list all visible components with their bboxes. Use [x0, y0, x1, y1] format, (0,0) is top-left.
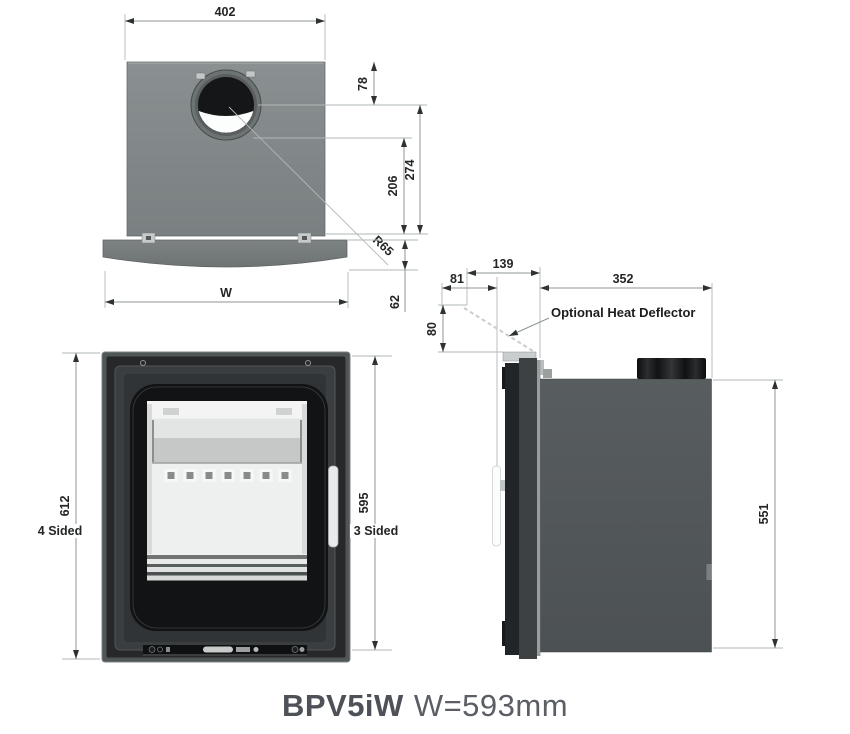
lintel-vent-right	[276, 408, 292, 415]
frame-screw-right	[305, 360, 311, 366]
label-bg-4sided	[35, 524, 85, 538]
dim-r65-label: R65	[370, 233, 396, 259]
flue-tab-left	[195, 72, 206, 80]
door-handle-catch	[500, 480, 505, 491]
door-side-panel	[519, 358, 537, 659]
front-view	[101, 351, 351, 663]
fascia-strip	[102, 239, 348, 268]
side-view-body	[540, 378, 712, 653]
door-body-gap	[537, 360, 541, 656]
model-name: BPV5iW	[281, 688, 404, 723]
top-view	[102, 61, 348, 268]
dim-80-label: 80	[425, 322, 439, 336]
air-control-slider	[203, 646, 233, 653]
three-sided-label: 3 Sided	[354, 524, 398, 538]
firebox-interior	[147, 401, 307, 581]
side-body-tab	[706, 564, 712, 580]
baffle-lower	[152, 438, 302, 463]
bottom-control-strip	[143, 645, 307, 656]
drawing-title: BPV5iW W=593mm	[0, 688, 850, 724]
lintel-vent-left	[163, 408, 179, 415]
flue-tab-right	[245, 70, 256, 78]
secondary-air-holes	[164, 469, 292, 482]
dim-78-label: 78	[356, 77, 370, 91]
door-handle-front	[328, 465, 339, 548]
label-bg-3sided	[350, 524, 402, 538]
deflector-leader-arrow	[508, 317, 550, 337]
dim-551-label: 551	[757, 504, 771, 525]
dim-274-label: 274	[403, 160, 417, 181]
log-retainer-bars	[147, 555, 307, 581]
brick-edge-left	[147, 404, 152, 554]
glass-edge	[132, 386, 326, 629]
baffle-upper	[152, 419, 302, 438]
firebox-lintel	[147, 401, 307, 418]
flue-collar	[637, 358, 706, 379]
dim-206-label: 206	[386, 176, 400, 197]
dim-595-label: 595	[357, 493, 371, 514]
dim-62-label: 62	[388, 295, 402, 309]
fascia-clip-left-dot	[146, 236, 151, 240]
dim-w-label: W	[220, 286, 232, 300]
side-view	[492, 351, 712, 659]
deflector-label: Optional Heat Deflector	[551, 305, 695, 320]
top-view-dimensions: 402 78 274 206 R65 62 W	[104, 5, 428, 312]
dim-402-label: 402	[215, 5, 236, 19]
brick-edge-right	[302, 404, 307, 554]
dim-81-label: 81	[450, 272, 464, 286]
four-sided-label: 4 Sided	[38, 524, 82, 538]
dim-352-label: 352	[613, 272, 634, 286]
flue-opening	[190, 69, 262, 141]
door-front-strip	[505, 363, 519, 655]
dim-139-label: 139	[493, 257, 514, 271]
dim-612-label: 612	[58, 496, 72, 517]
deflector-bracket-foot	[543, 369, 552, 378]
fascia-clip-right-dot	[302, 236, 307, 240]
flue-hole-highlight	[198, 111, 254, 133]
width-spec: W=593mm	[413, 688, 569, 723]
radius-leader-line	[228, 106, 389, 266]
frame-screw-left	[140, 360, 146, 366]
door-handle-side	[492, 465, 501, 547]
side-view-dimensions: 139 81 352 80 Optional Heat Deflector 55…	[425, 257, 783, 649]
front-view-dimensions: 612 4 Sided 595 3 Sided	[35, 352, 402, 660]
